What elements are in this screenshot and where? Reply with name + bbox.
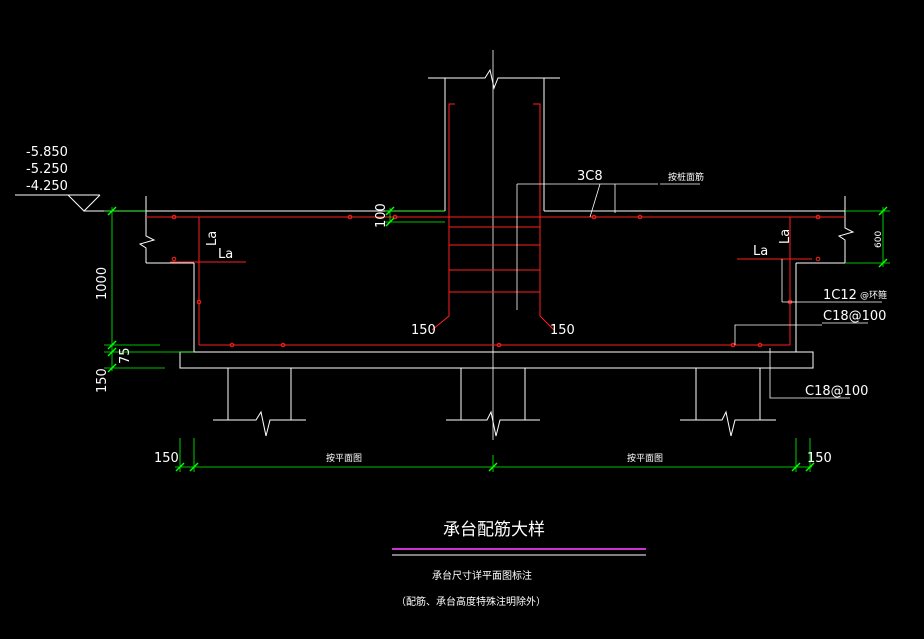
dim-bottom-left-span: 按平面图 [326, 452, 362, 464]
dim-bottom-left: 150 [154, 451, 179, 466]
pile-cap-outline [15, 68, 855, 437]
hook-right-label: 150 [550, 323, 575, 338]
dim-bottom-right: 150 [807, 451, 832, 466]
elevation-bottom: -4.250 [26, 179, 68, 194]
column-break-mark [428, 68, 560, 90]
top-bar-label: C18@100 [823, 309, 886, 324]
right-break-mark [837, 196, 855, 263]
rebar-dots [171, 214, 821, 348]
slab-note-label: 按桩面筋 [668, 171, 704, 183]
elevation-middle: -5.250 [26, 162, 68, 177]
dim-right-height: 600 [874, 231, 884, 248]
hook-left-label: 150 [411, 323, 436, 338]
bottom-bar-label: C18@100 [805, 384, 868, 399]
column-rebar-left [431, 103, 455, 331]
la-right-vertical: La [778, 229, 793, 244]
column-outline [428, 77, 446, 211]
title-note-1: 承台尺寸详平面图标注 [432, 569, 532, 582]
elevation-top: -5.850 [26, 145, 68, 160]
dim-bottom-cover: 75 [118, 347, 133, 364]
title-note-2: （配筋、承台高度特殊注明除外） [396, 595, 546, 608]
dim-cushion: 150 [95, 368, 110, 393]
drawing-title: 承台配筋大样 [443, 520, 545, 540]
stirrup-label: 1C12 [823, 288, 857, 303]
dimension-ticks [107, 206, 888, 472]
elevation-triangle [67, 194, 101, 212]
column-rebar-right [533, 103, 555, 331]
stirrup-note: @环箍 [860, 289, 887, 301]
cushion-layer [179, 351, 814, 369]
left-break-mark [138, 196, 156, 263]
rebar-group [146, 103, 845, 346]
elevation-labels: -5.850 -5.250 -4.250 [26, 145, 68, 194]
dim-left-height: 1000 [95, 267, 110, 300]
leader-lines [516, 183, 882, 399]
la-right-horizontal: La [753, 244, 768, 259]
rebar-3c8-label: 3C8 [577, 169, 603, 184]
la-left-horizontal: La [218, 247, 233, 262]
dim-top-cover: 100 [374, 203, 389, 228]
la-left-vertical: La [205, 231, 220, 246]
dim-bottom-right-span: 按平面图 [627, 452, 663, 464]
